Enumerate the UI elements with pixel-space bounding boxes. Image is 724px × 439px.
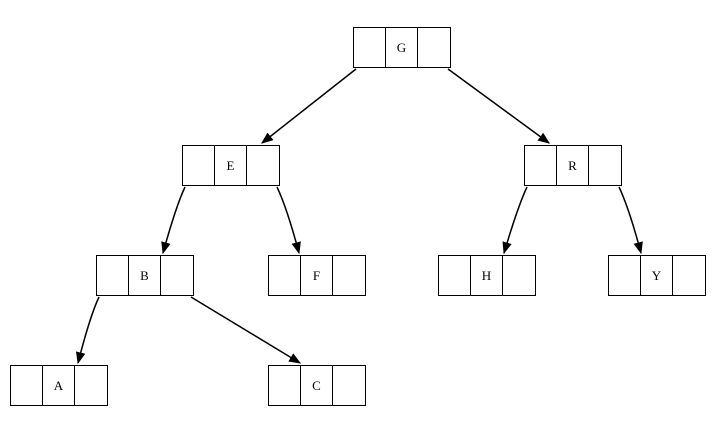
- tree-edge-b-to-a: [76, 296, 100, 365]
- node-g-right-pointer: [418, 28, 450, 67]
- node-c-key-label: C: [301, 366, 333, 405]
- node-e-left-pointer: [183, 146, 215, 185]
- tree-node-f[interactable]: F: [268, 255, 366, 296]
- tree-edge-g-to-r: [447, 68, 550, 144]
- tree-edge-r-to-y: [618, 186, 643, 255]
- node-g-left-pointer: [354, 28, 386, 67]
- tree-edge-r-to-h: [502, 186, 528, 255]
- tree-node-c[interactable]: C: [268, 365, 366, 406]
- node-r-key-label: R: [557, 146, 589, 185]
- tree-node-y[interactable]: Y: [608, 255, 706, 296]
- tree-edge-e-to-f: [276, 186, 301, 255]
- node-b-right-pointer: [161, 256, 193, 295]
- node-y-left-pointer: [609, 256, 641, 295]
- node-y-key-label: Y: [641, 256, 673, 295]
- node-h-right-pointer: [503, 256, 535, 295]
- tree-node-g[interactable]: G: [353, 27, 451, 68]
- tree-edges: [76, 68, 643, 365]
- node-b-left-pointer: [97, 256, 129, 295]
- node-h-left-pointer: [439, 256, 471, 295]
- tree-node-h[interactable]: H: [438, 255, 536, 296]
- node-f-left-pointer: [269, 256, 301, 295]
- tree-node-a[interactable]: A: [10, 365, 108, 406]
- node-h-key-label: H: [471, 256, 503, 295]
- node-r-left-pointer: [525, 146, 557, 185]
- tree-edge-b-to-c: [190, 296, 302, 364]
- node-y-right-pointer: [673, 256, 705, 295]
- node-f-right-pointer: [333, 256, 365, 295]
- node-r-right-pointer: [589, 146, 621, 185]
- node-c-right-pointer: [333, 366, 365, 405]
- node-e-right-pointer: [247, 146, 279, 185]
- node-a-right-pointer: [75, 366, 107, 405]
- node-a-key-label: A: [43, 366, 75, 405]
- tree-node-e[interactable]: E: [182, 145, 280, 186]
- node-c-left-pointer: [269, 366, 301, 405]
- node-f-key-label: F: [301, 256, 333, 295]
- node-a-left-pointer: [11, 366, 43, 405]
- node-b-key-label: B: [129, 256, 161, 295]
- tree-edge-e-to-b: [161, 186, 186, 255]
- tree-node-b[interactable]: B: [96, 255, 194, 296]
- node-e-key-label: E: [215, 146, 247, 185]
- tree-node-r[interactable]: R: [524, 145, 622, 186]
- node-g-key-label: G: [386, 28, 418, 67]
- tree-edge-g-to-e: [261, 68, 357, 144]
